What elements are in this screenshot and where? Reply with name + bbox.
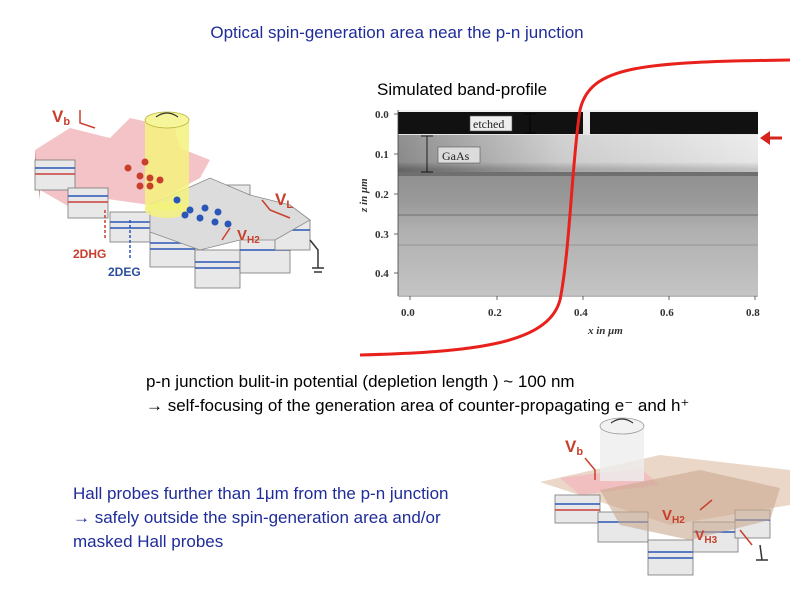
etched-label: etched	[473, 117, 504, 131]
x-tick-4: 0.8	[746, 307, 760, 319]
band-profile-curve	[359, 58, 791, 357]
y-tick-2: 0.2	[375, 189, 389, 201]
vh3-label-2: VH3	[695, 527, 718, 546]
vh2-label-2: VH2	[662, 507, 685, 526]
light-beam	[144, 111, 190, 218]
hall-text-line2: → safely outside the spin-generation are…	[73, 508, 441, 527]
pn-text-line2: → self-focusing of the generation area o…	[146, 396, 690, 415]
n-region	[149, 177, 311, 251]
y-tick-1: 0.1	[375, 149, 389, 161]
2deg-label: 2DEG	[108, 265, 141, 279]
vl-label: VL	[275, 190, 293, 211]
hall-text-line3: masked Hall probes	[73, 532, 224, 551]
vb-label: Vb	[52, 107, 70, 128]
y-axis-label: z in μm	[358, 178, 370, 213]
2dhg-label: 2DHG	[73, 247, 106, 261]
incident-arrow	[760, 131, 782, 145]
x-tick-3: 0.6	[660, 307, 674, 319]
x-tick-1: 0.2	[488, 307, 502, 319]
circuit-lines-2	[584, 457, 768, 561]
circuit-lines	[79, 110, 324, 273]
light-beam-2	[599, 417, 645, 481]
gaas-label: GaAs	[442, 149, 470, 163]
x-tick-2: 0.4	[574, 307, 588, 319]
y-tick-3: 0.3	[375, 229, 389, 241]
simulated-band-profile-label: Simulated band-profile	[377, 80, 548, 99]
vh2-label: VH2	[237, 227, 260, 246]
slide-title: Optical spin-generation area near the p-…	[210, 23, 584, 42]
x-axis-label: x in μm	[587, 325, 623, 337]
device-layers-2	[554, 494, 771, 576]
pn-text-line1: p-n junction bulit-in potential (depleti…	[146, 372, 575, 391]
y-tick-0: 0.0	[375, 109, 389, 121]
x-tick-0: 0.0	[401, 307, 415, 319]
plot-axes	[394, 110, 758, 300]
dimension-markers	[421, 113, 536, 173]
electrons	[173, 196, 232, 228]
y-tick-4: 0.4	[375, 268, 389, 280]
hall-text-line1: Hall probes further than 1μm from the p-…	[73, 484, 449, 503]
holes	[124, 158, 164, 190]
vb-label-2: Vb	[565, 437, 583, 458]
